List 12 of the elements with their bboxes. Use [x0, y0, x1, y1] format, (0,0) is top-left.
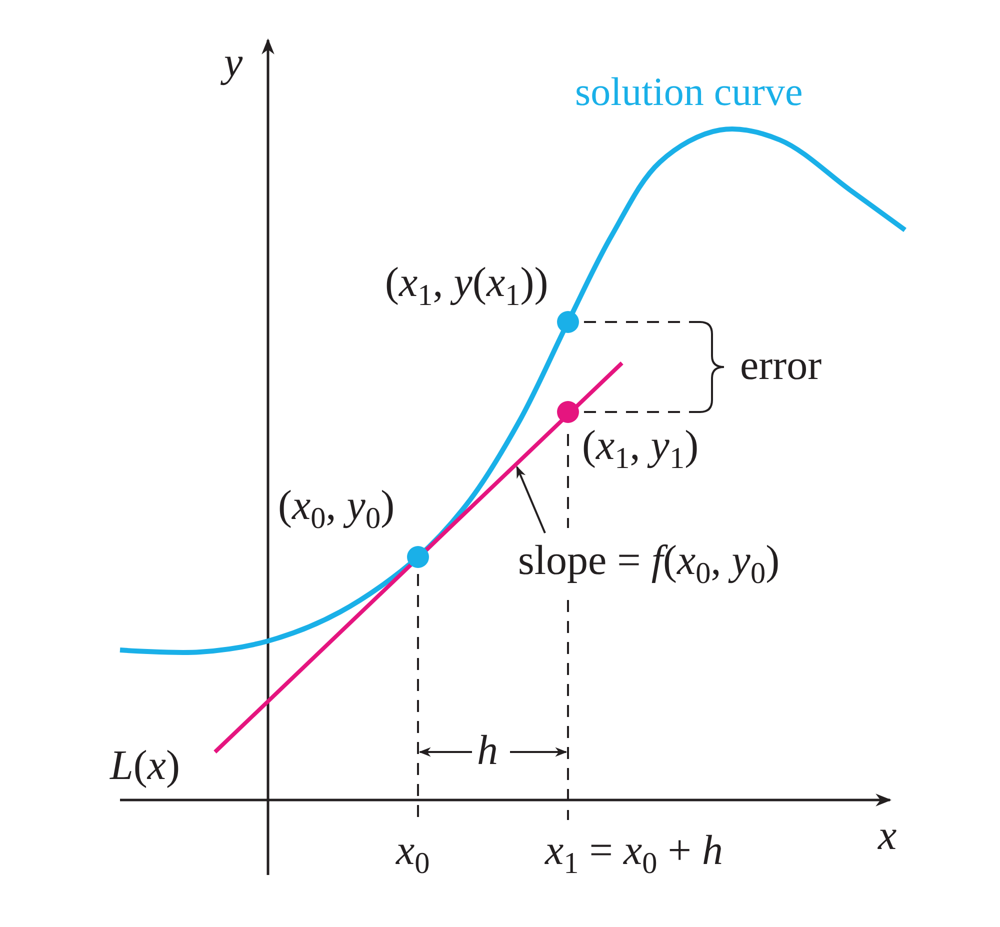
- point-label: (x$_{1}$, y$_{1}$): [582, 425, 699, 474]
- line-label: L(x): [110, 745, 180, 787]
- error-label: error: [740, 345, 822, 387]
- point-label: (x$_{0}$, y$_{0}$): [278, 485, 395, 534]
- tick-label: x$_{1}$ = x$_{0}$ + h: [545, 830, 723, 878]
- slope-label: slope = f(x$_{0}$, y$_{0}$): [518, 540, 780, 588]
- point-label: (x$_{1}$, y(x$_{1}$)): [385, 262, 548, 310]
- curve-label: solution curve: [575, 72, 803, 112]
- axis-label: x: [878, 815, 897, 857]
- leader-line: [516, 466, 546, 534]
- tick-label: x$_{0}$: [396, 830, 430, 878]
- step-size-label: h: [477, 730, 498, 772]
